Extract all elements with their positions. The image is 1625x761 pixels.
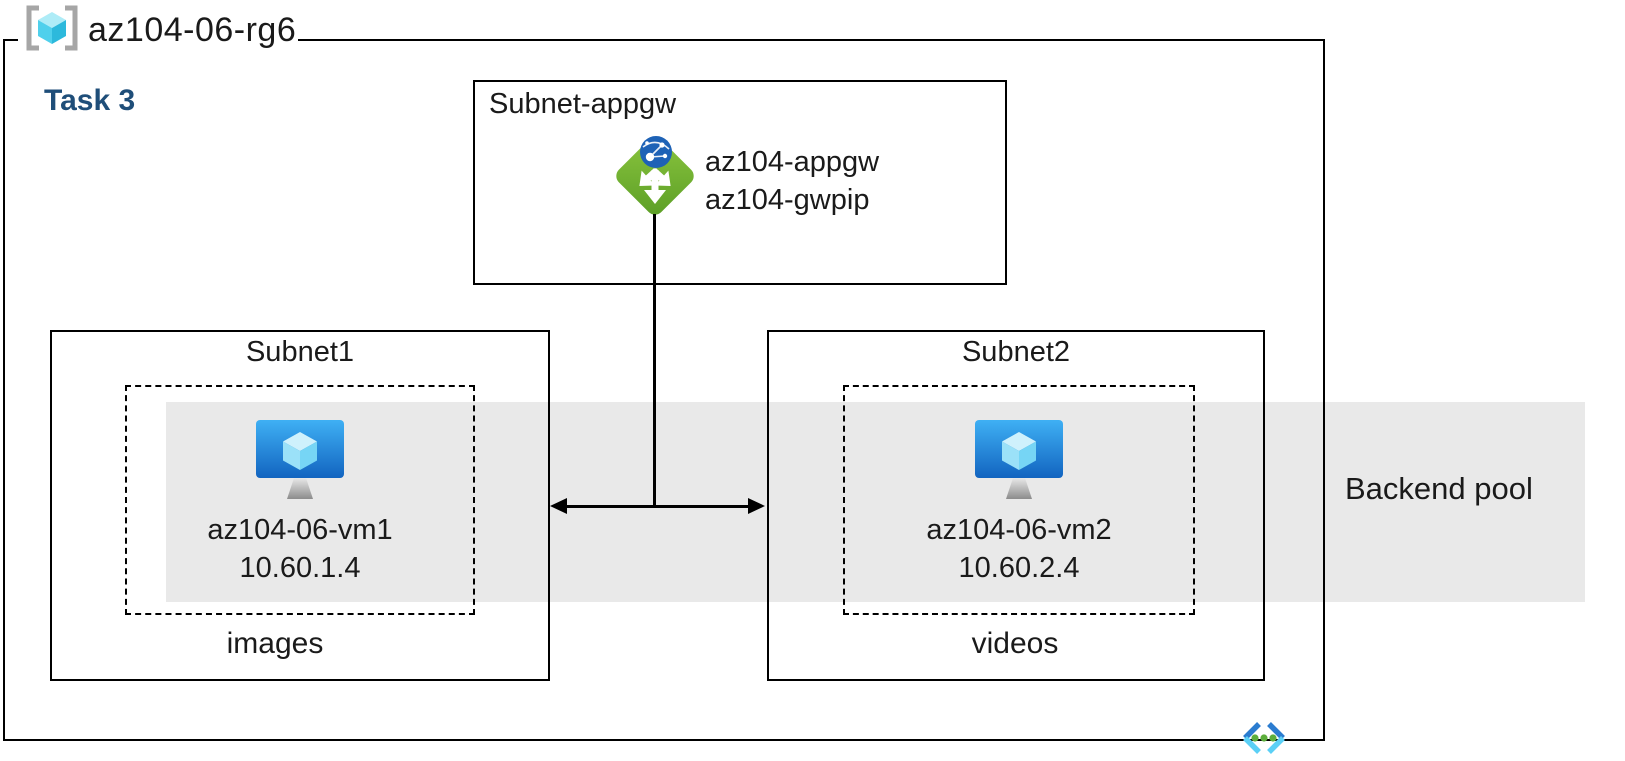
appgw-resource-names: az104-appgw az104-gwpip: [705, 143, 879, 219]
appgw-connector-line: [653, 214, 656, 507]
subnet1-title: Subnet1: [245, 336, 355, 368]
virtual-machine-icon: [973, 418, 1065, 504]
subnet1-vm-ip: 10.60.1.4: [239, 552, 361, 584]
appgw-gateway-name: az104-appgw: [705, 146, 880, 178]
resource-group-border-gap: [18, 35, 298, 45]
subnet2-vm-dashed-box: [843, 385, 1195, 615]
appgw-subnet-title: Subnet-appgw: [489, 88, 677, 120]
resource-group-name: az104-06-rg6: [88, 11, 297, 49]
subnet2-box: [767, 330, 1265, 681]
subnet1-container-label: images: [226, 627, 324, 660]
application-gateway-icon: [610, 128, 700, 220]
subnet1-box: [50, 330, 550, 681]
resource-group-box: [3, 39, 1325, 741]
subnet2-vm-ip: 10.60.2.4: [958, 552, 1080, 584]
task-label: Task 3: [44, 84, 136, 117]
virtual-network-icon: [1238, 718, 1290, 758]
subnet2-vm-name: az104-06-vm2: [926, 514, 1112, 546]
subnet1-vm-dashed-box: [125, 385, 475, 615]
arrowhead-to-subnet2: [748, 498, 765, 514]
arrowhead-to-subnet1: [550, 498, 567, 514]
appgw-public-ip-name: az104-gwpip: [705, 184, 870, 216]
virtual-machine-icon: [254, 418, 346, 504]
backend-pool-band: [166, 402, 1585, 602]
subnet2-container-label: videos: [971, 627, 1059, 660]
subnet2-title: Subnet2: [961, 336, 1071, 368]
subnet1-vm-name: az104-06-vm1: [207, 514, 393, 546]
appgw-subnet-box: [473, 80, 1007, 285]
backend-pool-label: Backend pool: [1345, 471, 1533, 506]
resource-group-icon: [22, 5, 82, 51]
backend-connector-line: [564, 505, 750, 508]
